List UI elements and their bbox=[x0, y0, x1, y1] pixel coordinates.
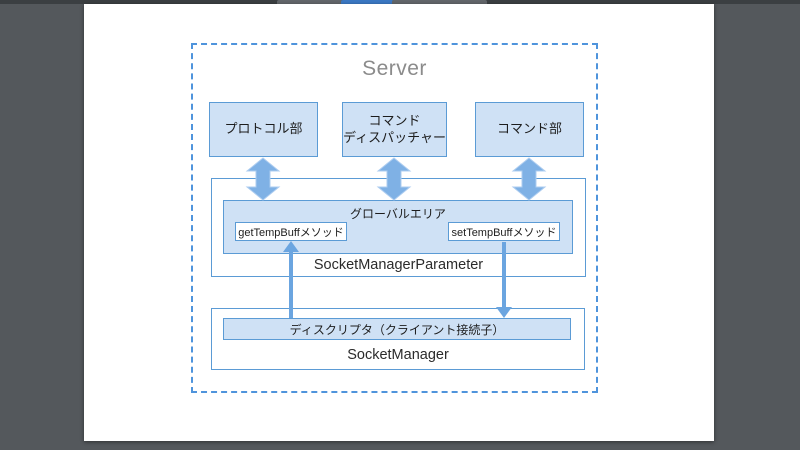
socket-manager-parameter-label: SocketManagerParameter bbox=[313, 257, 484, 273]
method-label: setTempBuffメソッド bbox=[451, 226, 557, 239]
component-box-command: コマンド部 bbox=[475, 102, 584, 157]
component-label: プロトコル部 bbox=[224, 121, 303, 137]
socket-manager-label: SocketManager bbox=[347, 347, 449, 363]
browser-tab-strip bbox=[0, 0, 800, 4]
method-label: getTempBuffメソッド bbox=[238, 226, 344, 239]
component-label: コマンド部 bbox=[496, 121, 562, 137]
tab-left[interactable] bbox=[277, 0, 343, 4]
component-box-protocol: プロトコル部 bbox=[209, 102, 318, 157]
descriptor-label: ディスクリプタ（クライアント接続子） bbox=[289, 322, 505, 337]
get-temp-buff-method-box: getTempBuffメソッド bbox=[235, 222, 347, 241]
descriptor-box: ディスクリプタ（クライアント接続子） bbox=[223, 318, 571, 340]
server-container bbox=[191, 43, 598, 393]
component-label: コマンド ディスパッチャー bbox=[343, 113, 446, 145]
set-temp-buff-method-box: setTempBuffメソッド bbox=[448, 222, 560, 241]
tab-active[interactable] bbox=[341, 0, 394, 4]
global-area-label: グローバルエリア bbox=[350, 207, 446, 221]
server-title: Server bbox=[362, 57, 427, 80]
tab-right[interactable] bbox=[392, 0, 487, 4]
component-box-dispatcher: コマンド ディスパッチャー bbox=[342, 102, 447, 157]
